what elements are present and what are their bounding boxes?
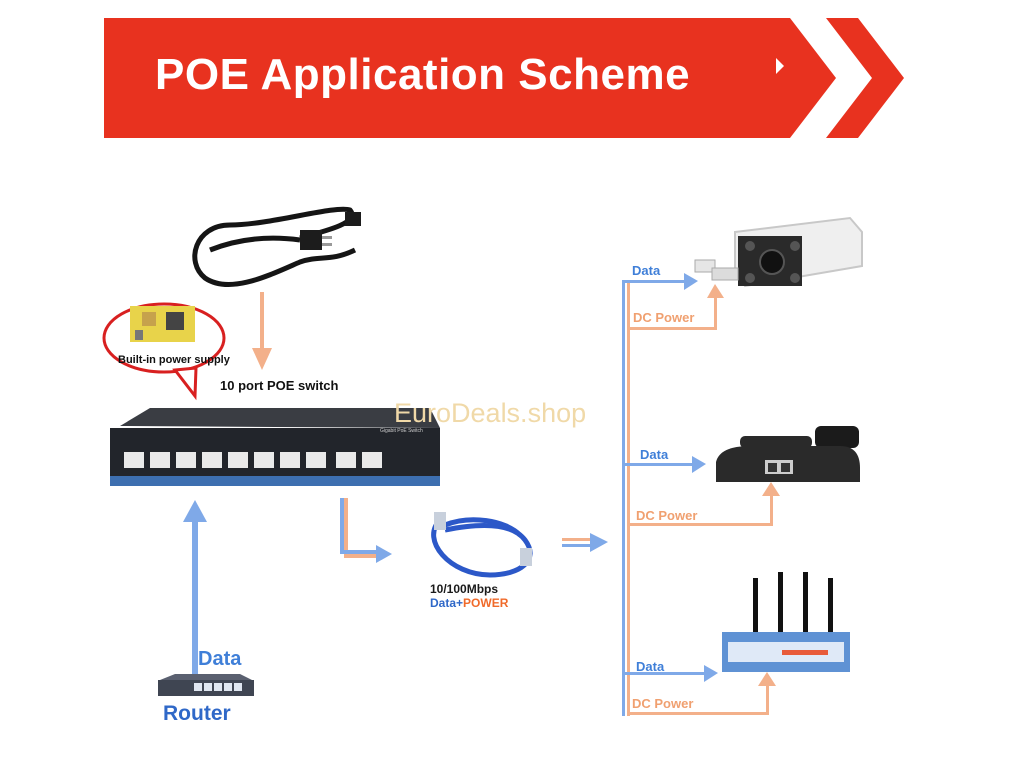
wireless-router-icon (722, 572, 850, 672)
phone-icon (716, 426, 860, 482)
camera-power-label: DC Power (633, 310, 695, 325)
router-icon (158, 674, 254, 696)
banner-chevron (826, 18, 904, 138)
wireless-data-label: Data (636, 659, 665, 674)
switch-output-arrow (340, 498, 392, 563)
power-cord-icon (192, 206, 361, 288)
banner-body (104, 18, 836, 138)
switch-ports (124, 452, 382, 468)
cable-to-bus-arrow (562, 533, 608, 552)
cable-power-part: POWER (463, 596, 509, 610)
cable-data-power-label: Data+POWER (430, 596, 508, 610)
camera-data-label: Data (632, 263, 661, 278)
switch-label: 10 port POE switch (220, 378, 339, 393)
cable-speed-label: 10/100Mbps (430, 582, 499, 596)
diagram-canvas (102, 206, 863, 716)
watermark: EuroDeals.shop (394, 398, 587, 428)
branch-wireless-router (625, 665, 776, 715)
title-banner (104, 18, 904, 138)
camera-icon (694, 216, 863, 288)
branch-phone (625, 456, 780, 526)
phone-data-label: Data (640, 447, 669, 462)
poe-switch-icon (110, 408, 440, 486)
router-data-arrow (183, 500, 207, 680)
phone-power-label: DC Power (636, 508, 698, 523)
power-supply-label: Built-in power supply (118, 354, 230, 366)
power-supply-bubble (102, 302, 226, 401)
cable-data-part: Data+ (430, 596, 464, 610)
router-label: Router (163, 702, 231, 725)
wireless-power-label: DC Power (632, 696, 694, 711)
distribution-bus (622, 280, 630, 716)
banner-arrow-icon (776, 58, 784, 74)
branch-camera (625, 273, 724, 330)
router-data-label: Data (198, 648, 242, 670)
power-arrow-icon (252, 292, 272, 370)
switch-front-label: Gigabit PoE Switch (380, 428, 423, 434)
page-title: POE Application Scheme (155, 50, 691, 99)
network-cable-icon (431, 512, 533, 578)
